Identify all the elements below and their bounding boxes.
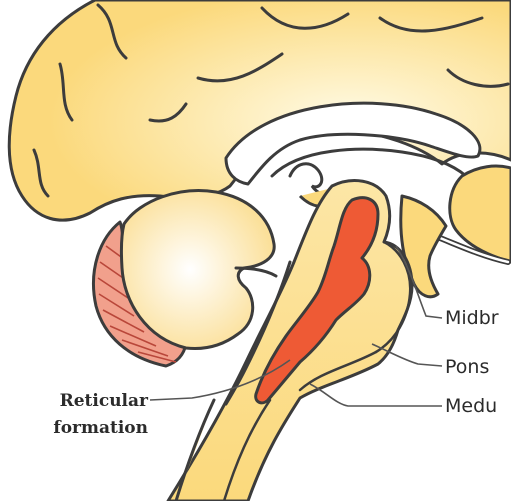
reticular-label-line-2: formation: [53, 418, 148, 438]
leader-line-medulla: [309, 383, 442, 407]
pons: [374, 240, 412, 354]
midbrain-label: Midbr: [445, 307, 499, 329]
central-canal: [222, 398, 272, 501]
reticular-formation: [254, 196, 380, 405]
spinal-cord-edge: [174, 398, 216, 501]
cerebellum-fissure: [234, 266, 278, 278]
cortex-sulci: [32, 3, 510, 198]
cerebellum: [119, 189, 276, 350]
leader-line-reticular: [149, 359, 291, 401]
leader-line-midbrain: [395, 245, 443, 319]
tentorium-inner: [438, 236, 510, 264]
cerebrum: [7, 0, 511, 222]
leader-line-pons: [371, 343, 443, 367]
pons-label: Pons: [445, 356, 490, 378]
reticular-label-line-1: Reticular: [59, 391, 148, 411]
medulla: [298, 350, 378, 392]
corpus-callosum: [224, 101, 482, 186]
fourth-ventricle: [224, 260, 292, 406]
reticular-formation-label: Reticular formation: [24, 388, 148, 442]
medulla-label: Medu: [445, 395, 498, 417]
fornix: [270, 147, 468, 178]
leader-lines: [149, 245, 443, 407]
